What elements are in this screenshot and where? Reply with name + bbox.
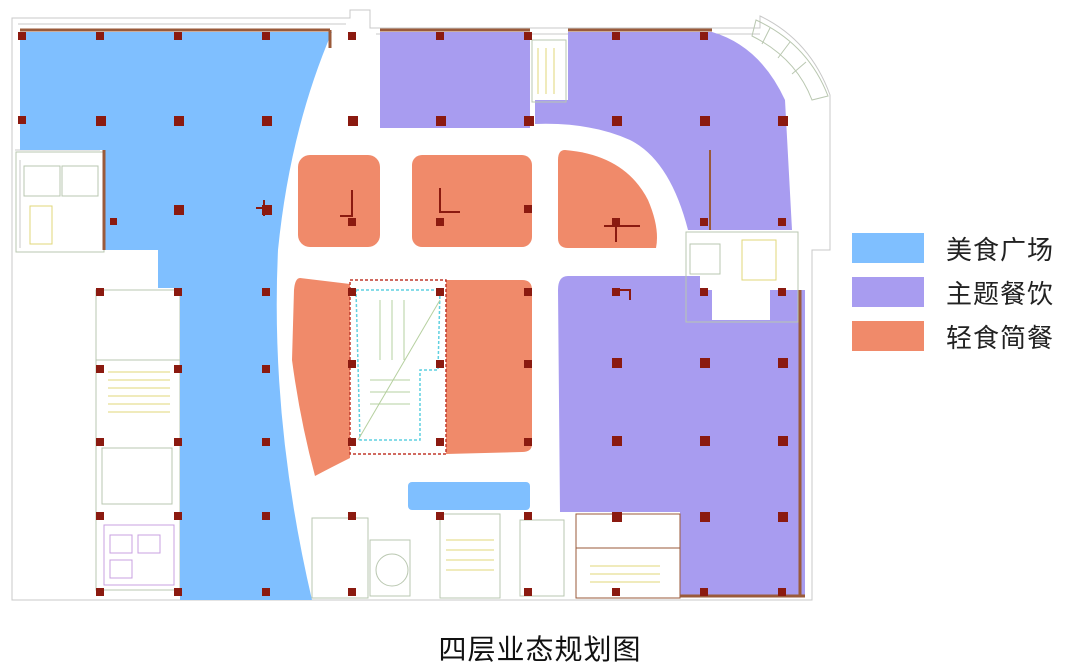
light-meal-zone-2 <box>412 155 532 247</box>
light-meal-zone-3 <box>558 150 657 248</box>
legend-item-food-court: 美食广场 <box>852 226 1072 270</box>
theme-dining-zone-upper-right <box>535 32 792 230</box>
legend: 美食广场 主题餐饮 轻食简餐 <box>852 226 1072 358</box>
map-caption: 四层业态规划图 <box>438 633 642 666</box>
food-court-zone-strip <box>408 482 530 510</box>
legend-swatch-food-court <box>852 233 924 263</box>
light-meal-zone-1 <box>298 155 380 247</box>
food-court-zone <box>20 32 332 600</box>
legend-item-theme-dining: 主题餐饮 <box>852 270 1072 314</box>
light-meal-zone-4 <box>292 278 350 476</box>
floor-plan <box>11 9 831 601</box>
legend-swatch-light-meal <box>852 321 924 351</box>
wall-stubs <box>256 188 640 300</box>
right-service-core <box>685 231 799 323</box>
bottom-service-cores <box>311 513 681 599</box>
theme-dining-zone-upper <box>380 32 530 128</box>
legend-label-theme-dining: 主题餐饮 <box>946 279 1055 310</box>
theme-dining-zone-lower <box>558 276 805 596</box>
walls <box>20 28 805 598</box>
light-meal-zone-5 <box>446 280 532 454</box>
legend-item-light-meal: 轻食简餐 <box>852 314 1072 358</box>
upper-stair-core <box>531 19 829 103</box>
central-atrium <box>349 279 447 455</box>
legend-label-light-meal: 轻食简餐 <box>946 323 1055 354</box>
structural-columns <box>18 32 788 596</box>
legend-swatch-theme-dining <box>852 277 924 307</box>
legend-label-food-court: 美食广场 <box>946 235 1055 266</box>
